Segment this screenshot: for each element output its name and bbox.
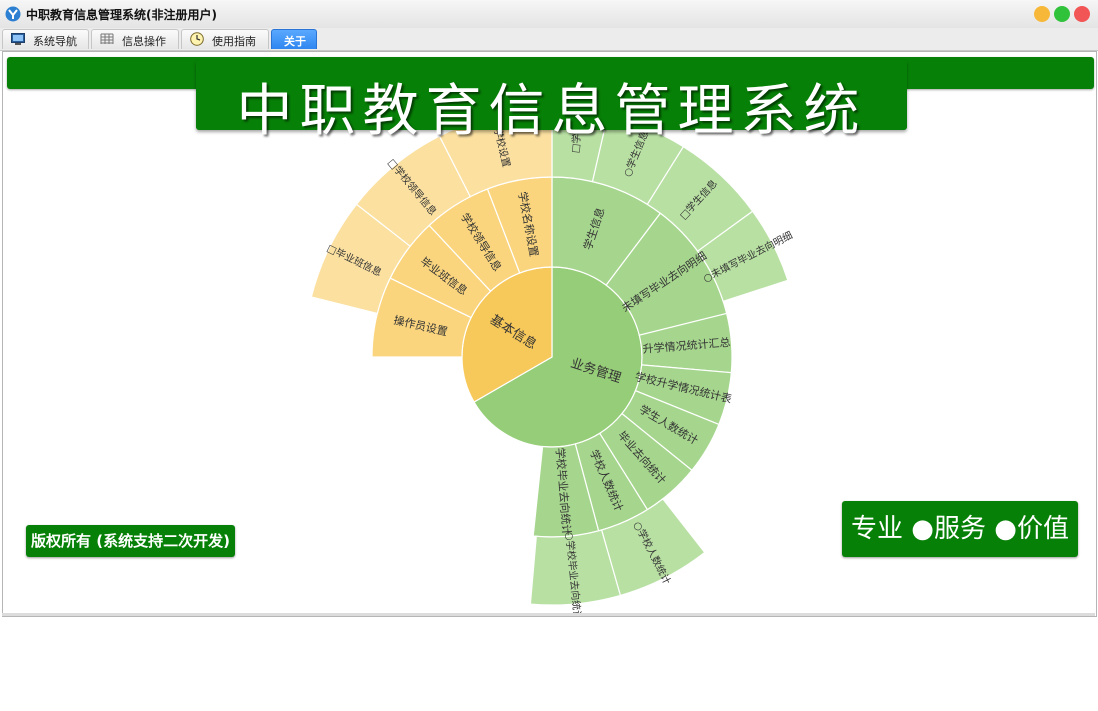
sunburst-node-label: 升学情况统计汇总	[642, 335, 731, 356]
copyright-badge: 版权所有 (系统支持二次开发)	[26, 525, 235, 557]
tab-label: 关于	[284, 35, 306, 48]
slogan-text: 专业 ●服务 ●价值	[851, 514, 1069, 544]
tab-label: 系统导航	[33, 35, 77, 48]
grid-icon	[100, 33, 114, 44]
tab-user-guide[interactable]: 使用指南	[181, 29, 269, 49]
monitor-icon	[11, 33, 25, 45]
banner: 中职教育信息管理系统	[196, 60, 907, 144]
bottom-scrollbar	[2, 613, 1095, 616]
tab-bar: 系统导航 信息操作 使用指南 关于	[0, 28, 1098, 51]
tab-label: 信息操作	[122, 35, 166, 48]
slogan-badge: 专业 ●服务 ●价值	[842, 501, 1078, 557]
sunburst-leaf[interactable]	[696, 210, 789, 303]
about-panel: 业务管理学生信息□学生○学生信息□学生信息未填写毕业去向明细○未填写毕业去向明细…	[2, 51, 1097, 617]
minimize-button[interactable]	[1034, 6, 1050, 22]
window-title: 中职教育信息管理系统(非注册用户)	[26, 8, 217, 22]
tab-about[interactable]: 关于	[271, 29, 317, 49]
clock-icon	[190, 32, 204, 46]
tab-info-operation[interactable]: 信息操作	[91, 29, 179, 49]
title-bar: 中职教育信息管理系统(非注册用户)	[0, 0, 1098, 29]
copyright-text: 版权所有 (系统支持二次开发)	[31, 532, 230, 550]
app-logo-icon	[5, 6, 21, 22]
page-title: 中职教育信息管理系统	[236, 79, 867, 144]
tab-label: 使用指南	[212, 35, 256, 48]
maximize-button[interactable]	[1054, 6, 1070, 22]
tab-system-navigation[interactable]: 系统导航	[2, 29, 89, 49]
sunburst-leaf[interactable]	[529, 529, 622, 606]
close-button[interactable]	[1074, 6, 1090, 22]
sunburst-node-label: 学校毕业去向统计	[553, 447, 574, 536]
sunburst-leaf-label: □学生	[568, 123, 584, 154]
